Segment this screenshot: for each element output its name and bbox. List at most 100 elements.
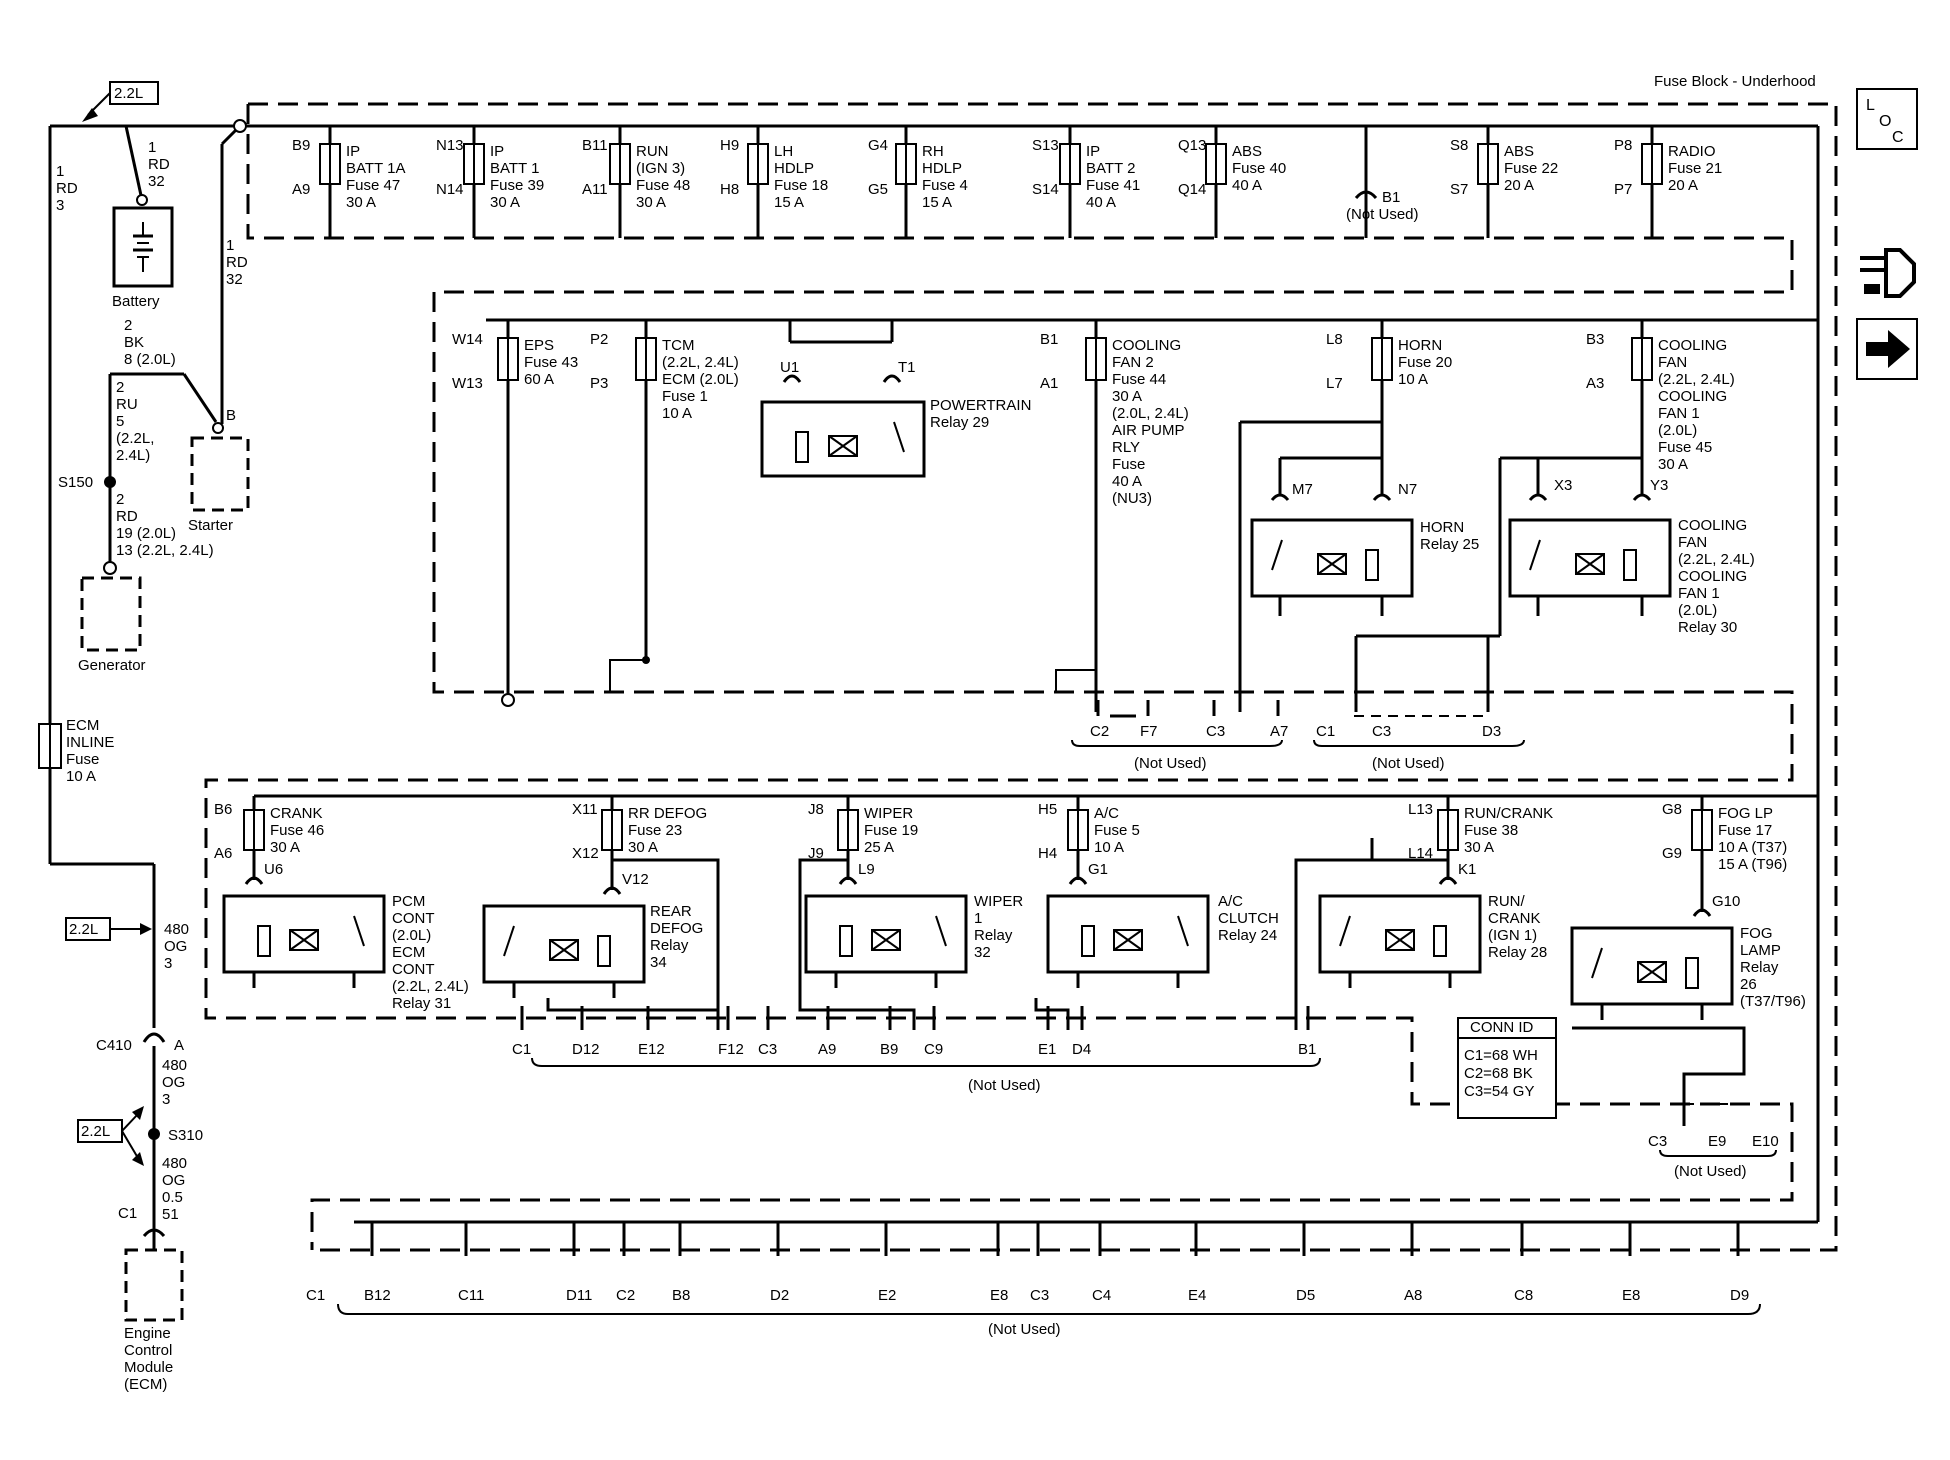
ecm-fuse-2: INLINE [66, 734, 114, 751]
connector-label: C3 [1206, 723, 1225, 740]
ecm-label-1: Engine [124, 1325, 171, 1342]
fuse-label: 30 A [346, 194, 376, 211]
relay-label: (IGN 1) [1488, 927, 1537, 944]
fuse-label: Fuse 18 [774, 177, 828, 194]
fuse-label: (Not Used) [1346, 206, 1419, 223]
connector-label: D3 [1482, 723, 1501, 740]
fuse-label: IP [1086, 143, 1100, 160]
starter [190, 436, 250, 512]
wire-bk-2: BK [124, 334, 144, 351]
wire-rd-2: RD [116, 508, 138, 525]
relay-label: RUN/ [1488, 893, 1525, 910]
pin-label: X11 [572, 801, 598, 818]
fuse-label: Fuse 20 [1398, 354, 1452, 371]
wire-ru-3: 5 [116, 413, 124, 430]
fuse-label: (2.0L) [1658, 422, 1697, 439]
badge-2-2l-mid: 2.2L [69, 921, 98, 938]
connector-label: E9 [1708, 1133, 1726, 1150]
connector-label: B9 [880, 1041, 898, 1058]
location-glyph-icon: L O C [1866, 97, 1904, 146]
fuse-label: 15 A [922, 194, 952, 211]
fuse-label: 30 A [636, 194, 666, 211]
ecm-label-2: Control [124, 1342, 172, 1359]
fuse-label: AIR PUMP [1112, 422, 1185, 439]
relay-label: (2.2L, 2.4L) [1678, 551, 1755, 568]
fuse-label: EPS [524, 337, 554, 354]
not-used-label: (Not Used) [1372, 755, 1445, 772]
relay-label: A/C [1218, 893, 1243, 910]
connector-label: C3 [758, 1041, 777, 1058]
connector-label: C11 [458, 1287, 484, 1304]
relay-label: POWERTRAIN [930, 397, 1031, 414]
connector-label: C3 [1030, 1287, 1049, 1304]
connector-label: D12 [572, 1041, 600, 1058]
fuse-label: IP [490, 143, 504, 160]
pin-label: B6 [214, 801, 232, 818]
pin-label: V12 [622, 871, 649, 888]
fuse-label: BATT 1 [490, 160, 539, 177]
pin-label: G10 [1712, 893, 1740, 910]
wire-bk-1: 2 [124, 317, 132, 334]
pin-label: N13 [436, 137, 464, 154]
relay-label: CRANK [1488, 910, 1541, 927]
connector-label: D4 [1072, 1041, 1091, 1058]
splice-s310: S310 [168, 1127, 203, 1144]
fuse-label: TCM [662, 337, 695, 354]
fuse-label: Fuse 46 [270, 822, 324, 839]
pin-label: Q14 [1178, 181, 1206, 198]
wire-og-bottom-4: 51 [162, 1206, 179, 1223]
fuse-label: 30 A [1464, 839, 1494, 856]
fuse-label: 30 A [1658, 456, 1688, 473]
connector-label: C2 [616, 1287, 635, 1304]
pin-label: P8 [1614, 137, 1632, 154]
fuse-label: Fuse 5 [1094, 822, 1140, 839]
next-page-arrow-icon[interactable] [1856, 318, 1918, 380]
connector-plug-icon[interactable] [1856, 240, 1918, 302]
fuse-label: 40 A [1086, 194, 1116, 211]
fuse-label: 30 A [1112, 388, 1142, 405]
fuse-label: Fuse 21 [1668, 160, 1722, 177]
pin-label: J8 [808, 801, 824, 818]
ecm-fuse-4: 10 A [66, 768, 96, 785]
wire-ru-1: 2 [116, 379, 124, 396]
fuse-label: A/C [1094, 805, 1119, 822]
connector-label: B1 [1298, 1041, 1316, 1058]
wire-top-left-1: 1 [56, 163, 64, 180]
fuse-label: Fuse 48 [636, 177, 690, 194]
ecm-label-4: (ECM) [124, 1376, 167, 1393]
pin-label: S7 [1450, 181, 1468, 198]
fuse-label: COOLING [1658, 337, 1727, 354]
location-view-icon[interactable]: L O C [1856, 88, 1918, 150]
relay-label: 1 [974, 910, 982, 927]
connector-label: D5 [1296, 1287, 1315, 1304]
pin-label: A11 [582, 181, 608, 198]
pin-label: U1 [780, 359, 799, 376]
fuse-label: 30 A [628, 839, 658, 856]
relay-label: WIPER [974, 893, 1023, 910]
connector-label: E2 [878, 1287, 896, 1304]
wire-ru-2: RU [116, 396, 138, 413]
pin-label: K1 [1458, 861, 1476, 878]
pin-label: P2 [590, 331, 608, 348]
relay-label: CONT [392, 910, 435, 927]
conn-id-line-1: C1=68 WH [1464, 1047, 1538, 1064]
fuse-label: Fuse 43 [524, 354, 578, 371]
relay-label: Relay [650, 937, 689, 954]
fuse-label: 20 A [1504, 177, 1534, 194]
wire-og-bottom-2: OG [162, 1172, 185, 1189]
relay-label: FAN [1678, 534, 1707, 551]
pin-label: P3 [590, 375, 608, 392]
fuse-label: FAN 1 [1658, 405, 1700, 422]
fuse-label: IP [346, 143, 360, 160]
pin-label: B1 [1382, 189, 1400, 206]
loc-letter-o: O [1879, 113, 1891, 130]
wire-og-mid-3: 3 [162, 1091, 170, 1108]
fuse-label: (IGN 3) [636, 160, 685, 177]
pin-label: A1 [1040, 375, 1058, 392]
fuse-label: Fuse 1 [662, 388, 708, 405]
fuse-label: RUN [636, 143, 669, 160]
fuse-label: Fuse 22 [1504, 160, 1558, 177]
fuse-label: Fuse 45 [1658, 439, 1712, 456]
